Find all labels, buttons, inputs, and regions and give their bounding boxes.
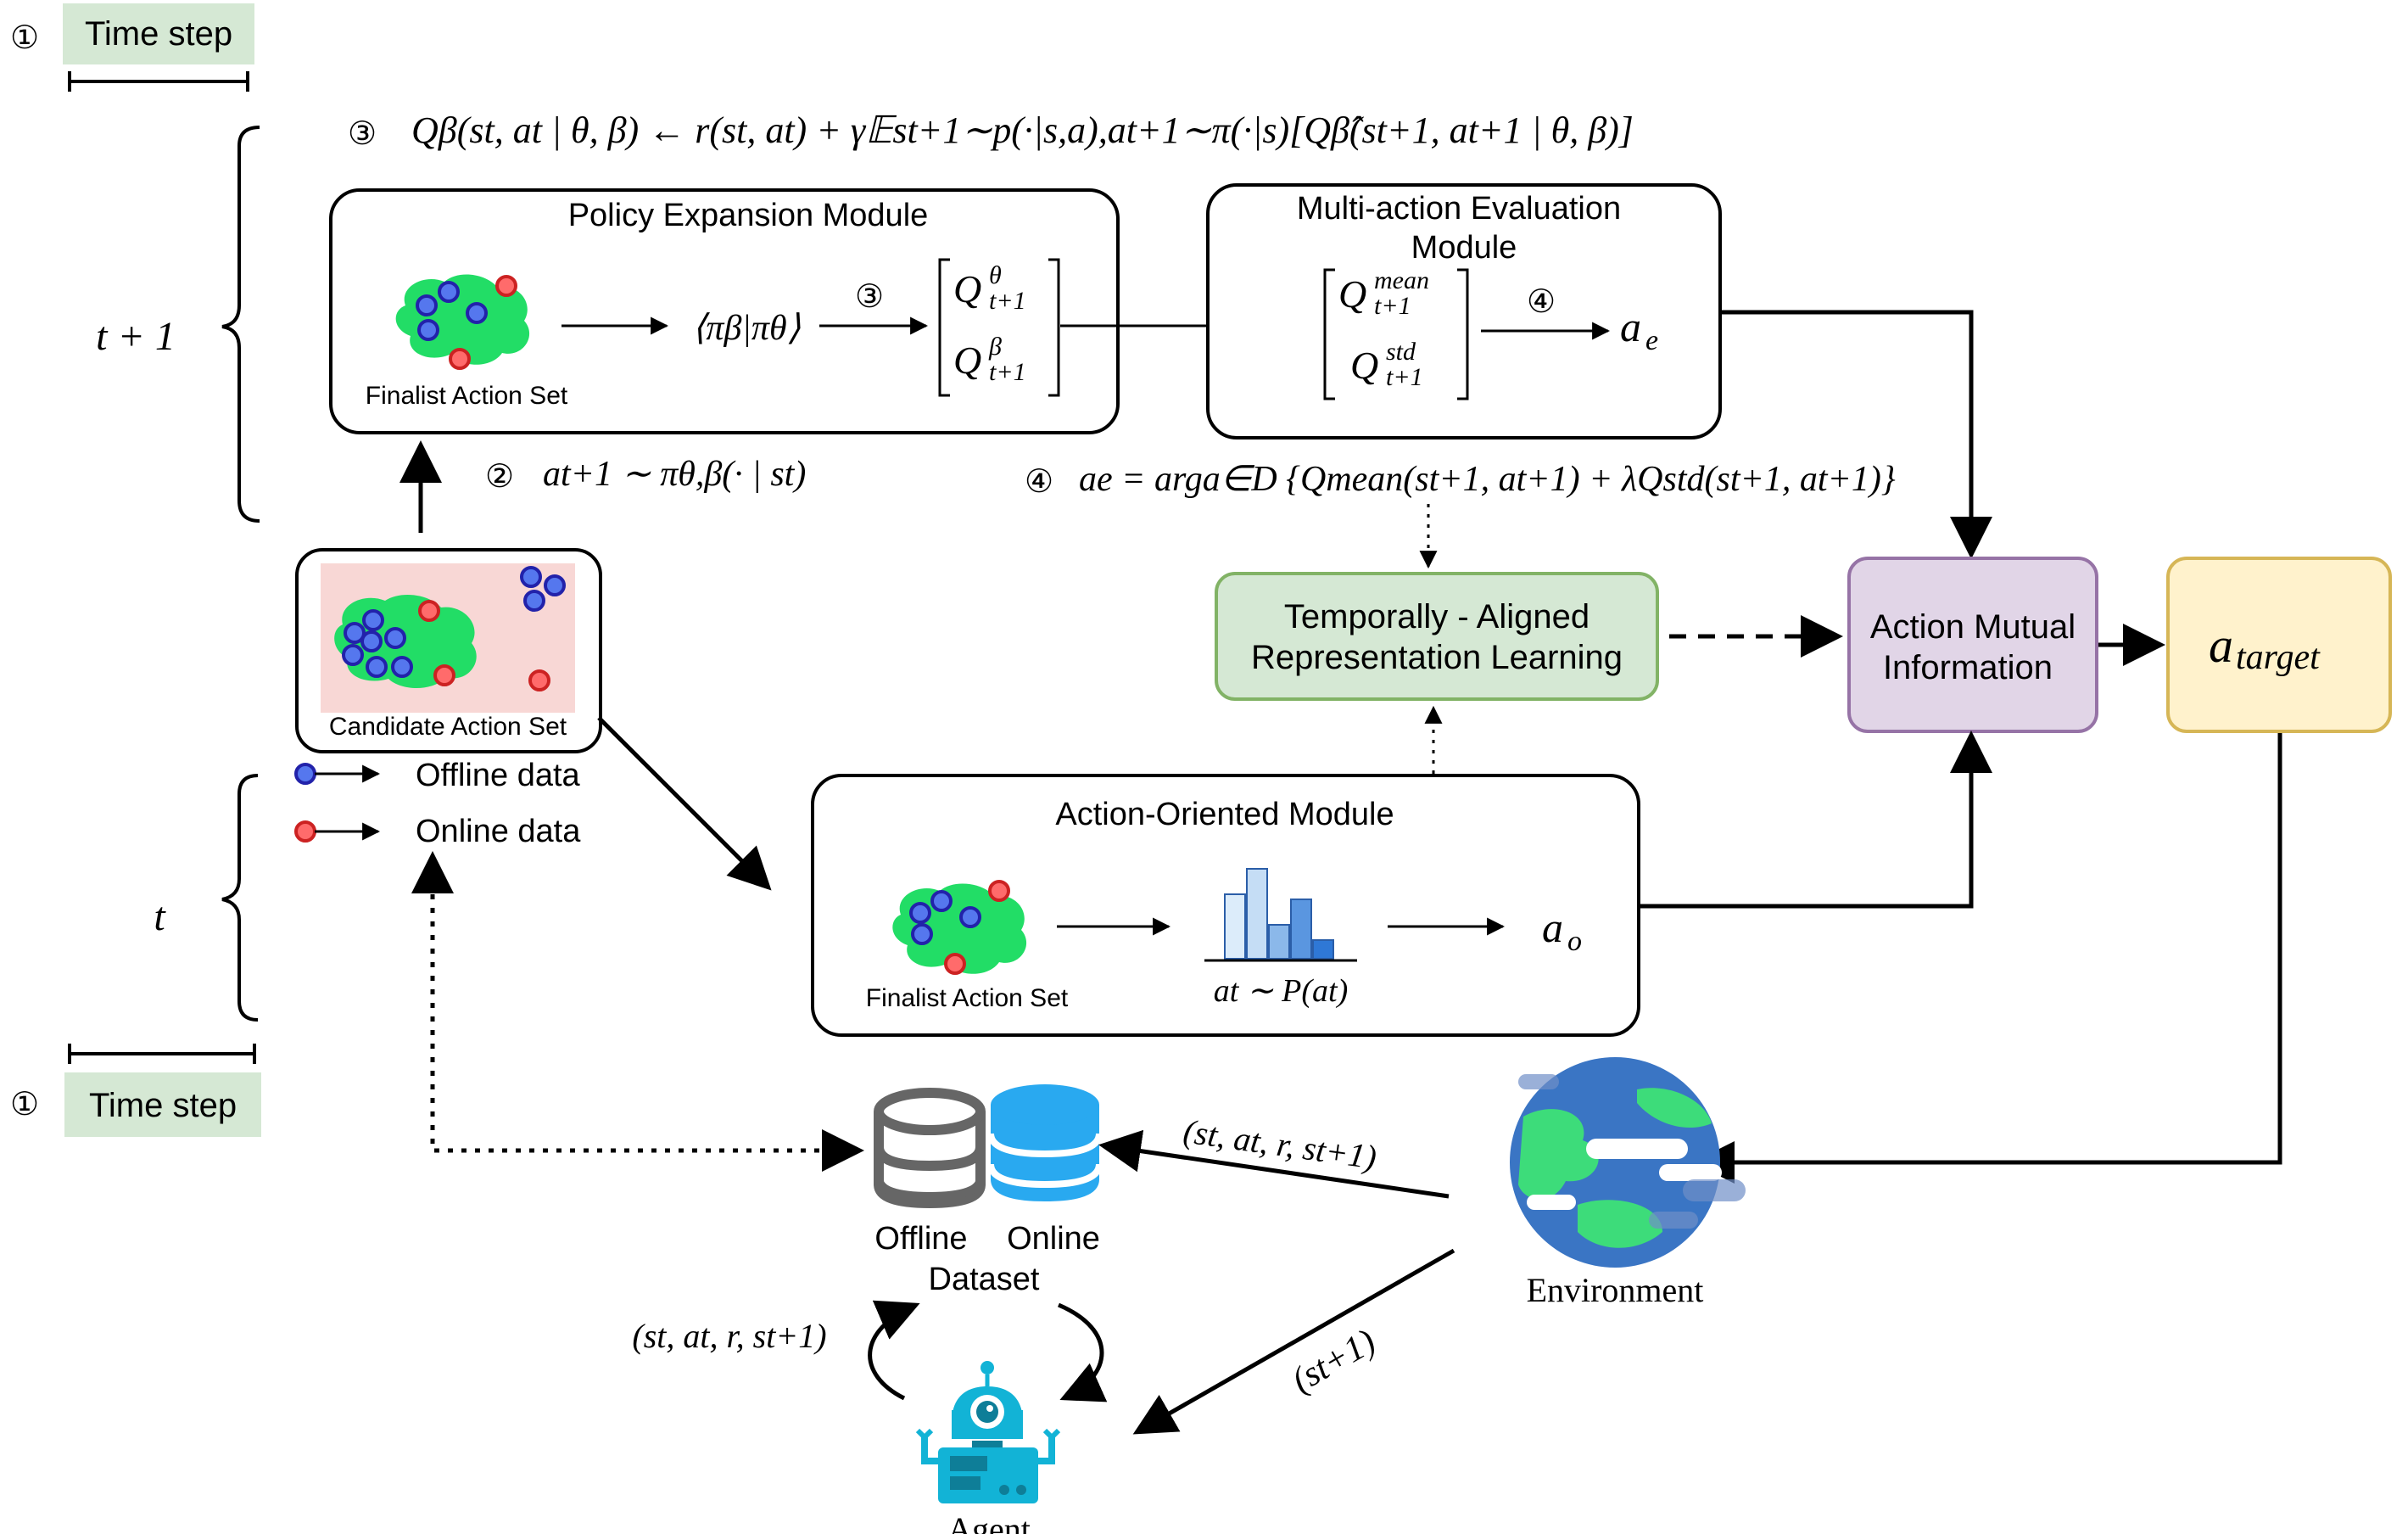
- policy-expansion-module: Policy Expansion Module Finalist Action …: [329, 188, 1120, 434]
- q-theta-sup: θ: [989, 261, 1002, 289]
- distribution-label: at ∼ P(at): [1214, 973, 1348, 1009]
- legend-top-label: Time step: [85, 15, 232, 53]
- histogram-icon: [1204, 868, 1357, 962]
- arrow-environment-to-dataset: [1098, 1129, 1450, 1199]
- action-oriented-set-icon: [892, 880, 1027, 975]
- legend-bottom-label: Time step: [89, 1087, 237, 1124]
- offline-database-icon: [874, 1088, 986, 1209]
- brace-t-label: t: [154, 894, 166, 939]
- q-mean-sup: mean: [1374, 266, 1429, 294]
- target-sub: target: [2236, 638, 2321, 677]
- action-oriented-title: Action-Oriented Module: [1055, 797, 1394, 832]
- environment-globe-icon: [1510, 1057, 1746, 1268]
- policy-mixture: ⟨πβ|πθ⟩: [692, 309, 801, 348]
- environment-label: Environment: [1527, 1271, 1704, 1309]
- sampling-marker: ②: [485, 459, 514, 495]
- target-action-box: a target: [2166, 557, 2392, 733]
- candidate-action-set: Candidate Action Set: [295, 548, 602, 753]
- equation-top-marker: ③: [348, 116, 377, 152]
- ae-output: a: [1620, 303, 1641, 350]
- agent-robot-icon: [915, 1361, 1061, 1503]
- dataset-label: Dataset: [929, 1262, 1040, 1297]
- action-oriented-module: Action-Oriented Module Finalist Action S…: [811, 774, 1640, 1037]
- online-data-label: Online data: [416, 814, 581, 849]
- sampling-text: at+1 ∼ πθ,β(· | st): [543, 455, 806, 494]
- arrow-agent-to-dataset: [868, 1300, 920, 1401]
- q-beta-sup: β: [988, 333, 1002, 361]
- multi-action-step-marker: ④: [1527, 284, 1556, 320]
- dataset-offline-label: Offline: [874, 1221, 967, 1257]
- policy-expansion-box: [329, 188, 1120, 434]
- arrow-target-to-environment: [1692, 733, 2282, 1184]
- policy-expansion-step-marker: ③: [855, 279, 884, 315]
- tarl-line2: Representation Learning: [1251, 639, 1623, 676]
- argmax-marker: ④: [1025, 464, 1053, 500]
- legend-bottom: ① Time step: [10, 1044, 261, 1137]
- offline-data-label: Offline data: [416, 758, 581, 793]
- ao-output: a: [1542, 904, 1563, 951]
- multi-action-title-line2: Module: [1411, 230, 1517, 266]
- ami-line2: Information: [1883, 649, 2053, 686]
- q-stat-right-bracket: [1457, 268, 1469, 400]
- q-stat-left-bracket: [1323, 268, 1335, 400]
- q-mean-sub: t+1: [1374, 292, 1411, 320]
- online-dot-icon: [294, 820, 316, 843]
- brace-t-plus-1: t + 1: [96, 126, 260, 523]
- candidate-label: Candidate Action Set: [329, 713, 567, 741]
- q-std-sub: t+1: [1386, 363, 1423, 391]
- ami-line1: Action Mutual: [1870, 608, 2076, 646]
- legend-top: ① Time step: [10, 3, 254, 92]
- policy-expansion-set-label: Finalist Action Set: [366, 382, 568, 410]
- q-std-sup: std: [1386, 338, 1416, 366]
- action-mutual-information-box: Action Mutual Information: [1847, 557, 2098, 733]
- agent-label: Agent: [947, 1510, 1031, 1534]
- tarl-box: Temporally - Aligned Representation Lear…: [1215, 572, 1659, 701]
- next-state-label: (st+1): [1285, 1322, 1382, 1401]
- multi-action-title-line1: Multi-action Evaluation: [1297, 191, 1621, 227]
- q-theta: Q: [953, 267, 981, 311]
- q-matrix-right-bracket: [1048, 258, 1060, 397]
- q-theta-sub: t+1: [989, 287, 1026, 315]
- action-oriented-set-label: Finalist Action Set: [866, 984, 1069, 1012]
- legend-bottom-marker: ①: [10, 1087, 39, 1123]
- q-beta-sub: t+1: [989, 358, 1026, 386]
- multi-action-evaluation-module: Multi-action Evaluation Module Q mean t+…: [1206, 183, 1722, 439]
- data-legend: Offline data Online data: [294, 758, 581, 849]
- q-std: Q: [1350, 344, 1378, 387]
- sampling-equation: ② at+1 ∼ πθ,β(· | st): [485, 455, 806, 495]
- equation-top: ③ Qβ(st, at | θ, β) ← r(st, at) + γ𝔼st+1…: [348, 109, 1634, 152]
- arrow-dataset-to-online-data: [411, 851, 864, 1172]
- legend-bottom-box: [64, 1072, 261, 1137]
- legend-top-box: [63, 3, 254, 64]
- argmax-text: ae = arga∈D {Qmean(st+1, at+1) + λQstd(s…: [1079, 460, 1896, 499]
- arrow-environment-to-agent: [1132, 1248, 1455, 1435]
- ae-output-sub: e: [1645, 325, 1658, 356]
- multi-action-box: [1206, 183, 1722, 439]
- dataset-online-label: Online: [1007, 1221, 1100, 1257]
- legend-top-marker: ①: [10, 20, 39, 56]
- brace-t: t: [154, 774, 259, 1022]
- q-matrix-left-bracket: [938, 258, 950, 397]
- q-mean: Q: [1338, 272, 1366, 316]
- transition-top-label: (st, at, r, st+1): [1181, 1111, 1378, 1176]
- equation-top-text: Qβ(st, at | θ, β) ← r(st, at) + γ𝔼st+1∼p…: [411, 109, 1634, 151]
- arrow-candidate-to-action-oriented: [597, 716, 772, 891]
- transition-left-label: (st, at, r, st+1): [632, 1317, 826, 1355]
- offline-dot-icon: [294, 763, 316, 785]
- tarl-line1: Temporally - Aligned: [1284, 598, 1590, 635]
- ao-output-sub: o: [1567, 926, 1582, 957]
- online-database-icon: [987, 1084, 1103, 1201]
- finalist-action-set-icon: [395, 274, 530, 370]
- arrow-dataset-to-agent: [1058, 1302, 1108, 1402]
- policy-expansion-title: Policy Expansion Module: [568, 198, 929, 233]
- arrow-ao-to-ami: [1639, 731, 1992, 909]
- q-beta: Q: [953, 339, 981, 382]
- arrow-ae-to-ami: [1722, 310, 1992, 559]
- target-main: a: [2209, 618, 2233, 673]
- brace-t-plus-1-label: t + 1: [96, 314, 176, 359]
- argmax-equation: ④ ae = arga∈D {Qmean(st+1, at+1) + λQstd…: [1025, 460, 1896, 500]
